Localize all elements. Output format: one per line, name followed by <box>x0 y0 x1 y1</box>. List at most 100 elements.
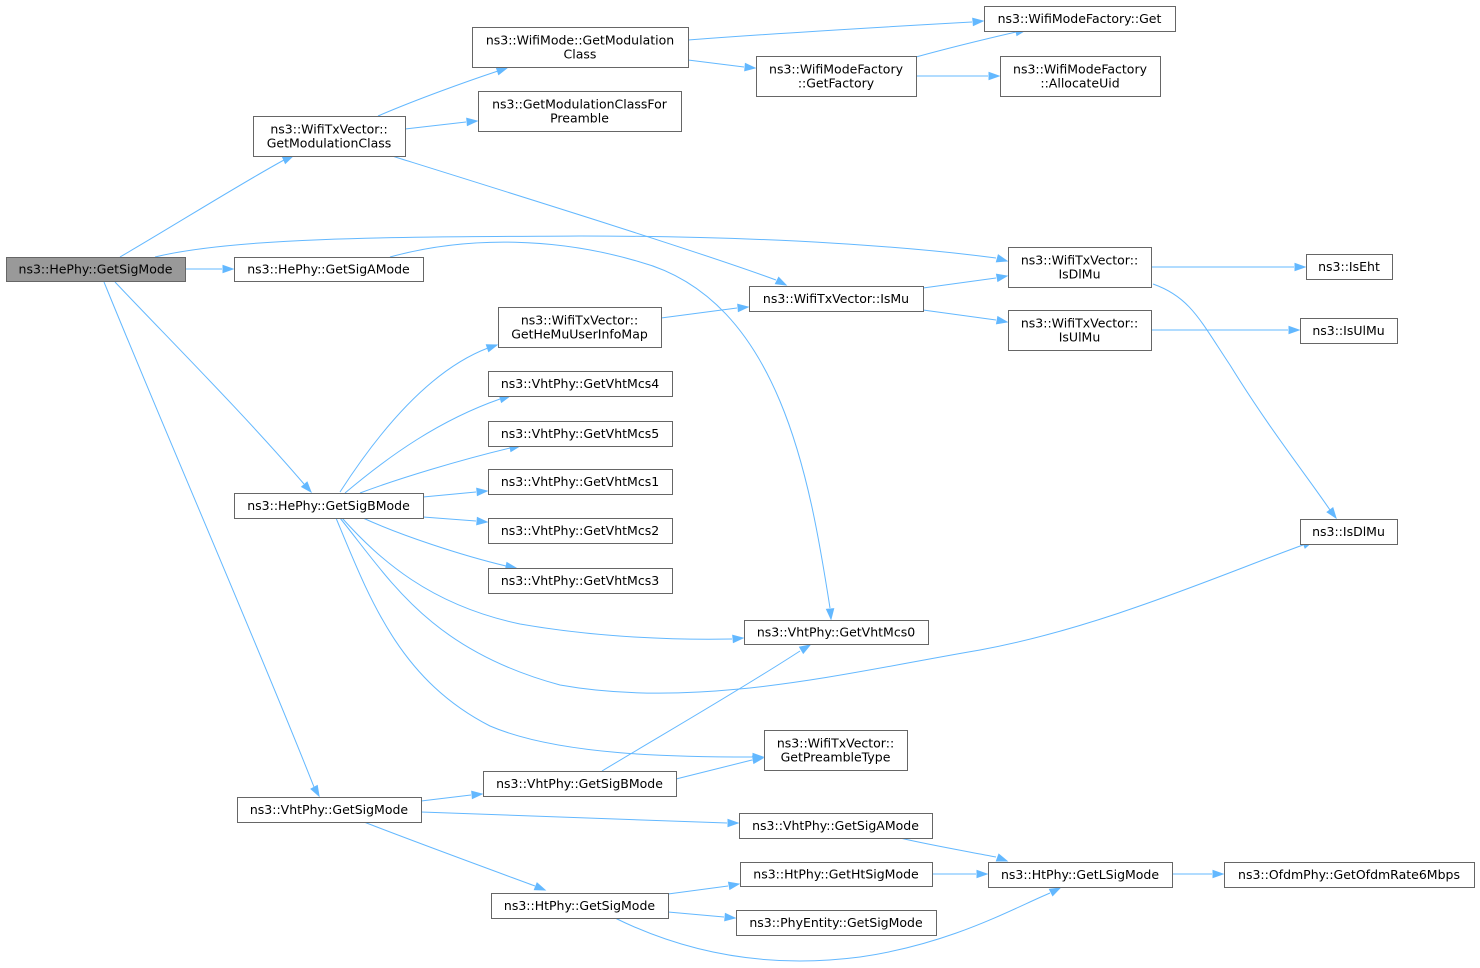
node-label: ns3::VhtPhy::GetVhtMcs2 <box>501 523 659 538</box>
node-ns3-vhtphy-getvhtmcs3[interactable]: ns3::VhtPhy::GetVhtMcs3 <box>488 568 673 594</box>
node-box <box>253 116 406 157</box>
edge-arrowhead <box>1048 887 1062 897</box>
node-ns3-wifitxvector-getmodulationclass[interactable]: ns3::WifiTxVector::GetModulationClass <box>253 116 406 157</box>
edge-arrowhead <box>825 608 835 621</box>
node-ns3-vhtphy-getvhtmcs5[interactable]: ns3::VhtPhy::GetVhtMcs5 <box>488 421 673 447</box>
node-label: ns3::WifiTxVector:: <box>521 313 638 328</box>
edge-line <box>420 811 728 824</box>
node-label: ns3::HePhy::GetSigBMode <box>247 498 410 513</box>
edge-n16-to-n7 <box>660 303 750 319</box>
edge-line <box>675 759 753 780</box>
node-ns3-wifitxvector-getpreambletype[interactable]: ns3::WifiTxVector::GetPreambleType <box>764 730 908 771</box>
edge-line <box>359 447 511 494</box>
edge-arrowhead <box>995 853 1009 862</box>
node-ns3-htphy-gethtsigmode[interactable]: ns3::HtPhy::GetHtSigMode <box>740 862 933 887</box>
node-ns3-vhtphy-getvhtmcs2[interactable]: ns3::VhtPhy::GetVhtMcs2 <box>488 518 673 544</box>
edge-arrowhead <box>995 273 1009 283</box>
edge-n4-to-n5 <box>916 71 1001 81</box>
node-box <box>764 730 908 771</box>
edge-arrowhead <box>466 117 479 127</box>
node-ns3-isulmu[interactable]: ns3::IsUlMu <box>1300 318 1398 344</box>
node-ns3-isdlmu[interactable]: ns3::IsDlMu <box>1300 519 1398 545</box>
edge-line <box>420 794 472 802</box>
node-ns3-htphy-getsigmode[interactable]: ns3::HtPhy::GetSigMode <box>491 893 669 919</box>
node-box <box>739 813 933 839</box>
node-ns3-htphy-getlsigmode[interactable]: ns3::HtPhy::GetLSigMode <box>988 862 1173 888</box>
node-box <box>744 620 929 645</box>
edge-n13-to-n14 <box>389 241 835 621</box>
node-ns3-wifimodefactory-allocateuid[interactable]: ns3::WifiModeFactory::AllocateUid <box>1000 56 1161 97</box>
edge-line <box>363 821 536 887</box>
node-box <box>237 797 422 823</box>
node-label: ns3::HtPhy::GetHtSigMode <box>753 867 919 882</box>
edge-n4-to-n3 <box>915 27 1028 58</box>
edge-line <box>667 885 729 895</box>
edge-n15-to-n10 <box>339 517 1315 694</box>
node-ns3-ofdmphy-getofdmrate6mbps[interactable]: ns3::OfdmPhy::GetOfdmRate6Mbps <box>1224 862 1475 888</box>
edge-line <box>344 398 501 494</box>
edge-arrowhead <box>476 487 489 497</box>
node-ns3-iseht[interactable]: ns3::IsEht <box>1306 254 1393 280</box>
edge-n24-to-n14 <box>601 644 812 772</box>
node-ns3-wifitxvector-gethemuuserinfomap[interactable]: ns3::WifiTxVector::GetHeMuUserInfoMap <box>498 307 662 348</box>
node-ns3-vhtphy-getsigbmode[interactable]: ns3::VhtPhy::GetSigBMode <box>483 771 677 797</box>
node-label: ns3::GetModulationClassFor <box>492 97 668 112</box>
edge-arrowhead <box>485 344 499 353</box>
node-ns3-phyentity-getsigmode[interactable]: ns3::PhyEntity::GetSigMode <box>736 910 937 936</box>
node-label: ns3::IsUlMu <box>1312 323 1384 338</box>
edge-arrowhead <box>727 881 741 891</box>
edge-line <box>341 517 733 640</box>
node-ns3-wifimodefactory-get[interactable]: ns3::WifiModeFactory::Get <box>984 6 1176 32</box>
node-ns3-wifitxvector-isulmu[interactable]: ns3::WifiTxVector::IsUlMu <box>1008 310 1152 351</box>
node-label: ns3::VhtPhy::GetVhtMcs4 <box>501 376 659 391</box>
edge-n1-to-n6 <box>404 117 479 130</box>
node-box <box>488 518 673 544</box>
edge-n23-to-n24 <box>420 790 484 802</box>
root-node-ns3-hephy-getsigmode[interactable]: ns3::HePhy::GetSigMode <box>6 257 186 282</box>
edge-line <box>114 281 305 485</box>
edge-n0-to-n23 <box>103 281 320 798</box>
edge-arrowhead <box>471 790 484 800</box>
node-ns3-hephy-getsigbmode[interactable]: ns3::HePhy::GetSigBMode <box>234 493 424 519</box>
node-box <box>1008 310 1152 351</box>
node-label: ns3::HePhy::GetSigMode <box>19 262 173 277</box>
node-ns3-vhtphy-getvhtmcs1[interactable]: ns3::VhtPhy::GetVhtMcs1 <box>488 469 673 495</box>
node-label: Class <box>564 47 597 62</box>
edge-arrowhead <box>1288 325 1301 335</box>
node-label: ns3::VhtPhy::GetVhtMcs3 <box>501 573 659 588</box>
node-label: ns3::VhtPhy::GetVhtMcs1 <box>501 474 659 489</box>
edge-arrowhead <box>976 869 989 879</box>
node-box <box>234 257 424 282</box>
edge-n0-to-n1 <box>119 155 295 258</box>
node-ns3-hephy-getsigamode[interactable]: ns3::HePhy::GetSigAMode <box>234 257 424 282</box>
node-box <box>1000 56 1161 97</box>
node-ns3-vhtphy-getvhtmcs0[interactable]: ns3::VhtPhy::GetVhtMcs0 <box>744 620 929 645</box>
node-label: ns3::HtPhy::GetLSigMode <box>1001 867 1159 882</box>
node-ns3-wifitxvector-ismu[interactable]: ns3::WifiTxVector::IsMu <box>749 286 924 312</box>
edge-arrowhead <box>988 71 1001 81</box>
node-ns3-wifitxvector-isdlmu[interactable]: ns3::WifiTxVector::IsDlMu <box>1008 247 1152 288</box>
node-ns3-vhtphy-getsigamode[interactable]: ns3::VhtPhy::GetSigAMode <box>739 813 933 839</box>
node-label: ns3::WifiModeFactory::Get <box>998 11 1162 26</box>
node-label: ns3::PhyEntity::GetSigMode <box>749 915 923 930</box>
node-ns3-wifimode-getmodulationclass[interactable]: ns3::WifiMode::GetModulationClass <box>472 27 689 68</box>
edge-line <box>404 121 467 130</box>
edge-n1-to-n7 <box>391 155 788 286</box>
node-label: ns3::VhtPhy::GetVhtMcs0 <box>757 625 915 640</box>
edge-n28-to-n26 <box>614 887 1062 962</box>
edge-line <box>119 159 285 258</box>
node-ns3-wifimodefactory-getfactory[interactable]: ns3::WifiModeFactory::GetFactory <box>756 56 917 97</box>
edge-n15-to-n16 <box>339 344 499 493</box>
node-label: ns3::WifiTxVector:: <box>1021 316 1138 331</box>
node-label: GetModulationClass <box>267 136 392 151</box>
node-ns3-vhtphy-getvhtmcs4[interactable]: ns3::VhtPhy::GetVhtMcs4 <box>488 371 673 397</box>
node-ns3-vhtphy-getsigmode[interactable]: ns3::VhtPhy::GetSigMode <box>237 797 422 823</box>
edge-line <box>614 892 1051 962</box>
node-box <box>488 568 673 594</box>
node-box <box>988 862 1173 888</box>
node-box <box>1224 862 1475 888</box>
edge-arrowhead <box>732 634 745 644</box>
node-box <box>756 56 917 97</box>
node-label: Preamble <box>550 111 609 126</box>
